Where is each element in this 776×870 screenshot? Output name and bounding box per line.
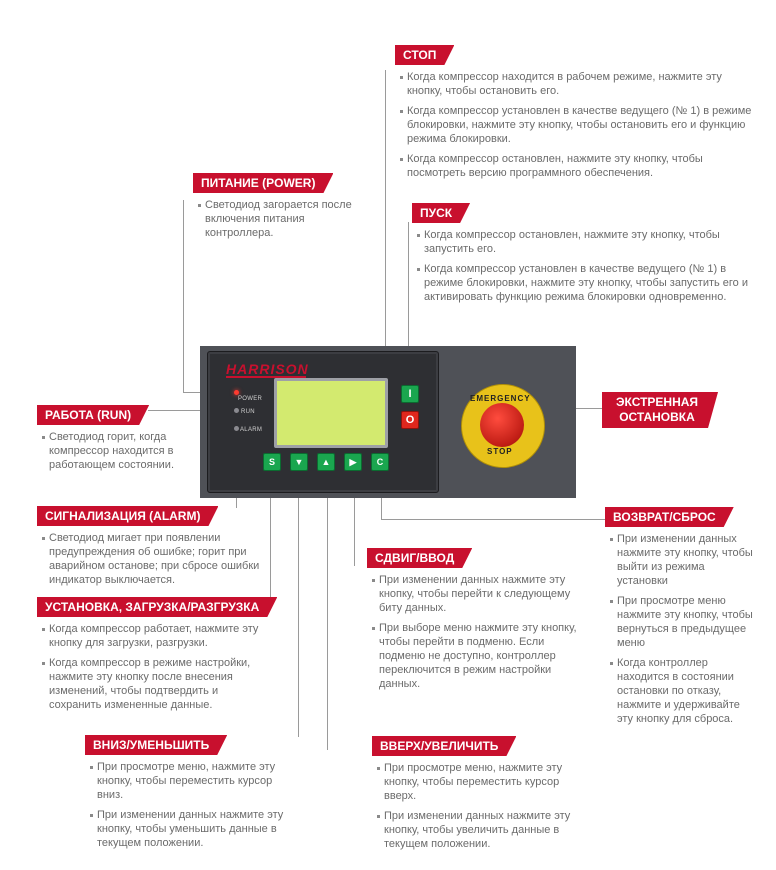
- logo-swoosh: [226, 376, 306, 378]
- set-button[interactable]: S: [263, 453, 281, 471]
- run-led: [234, 408, 239, 413]
- power-led-label: POWER: [238, 396, 263, 402]
- callout-set-list: Когда компрессор работает, нажмите эту к…: [37, 622, 272, 712]
- alarm-led-label: ALARM: [240, 427, 263, 433]
- leader-up: [327, 469, 328, 750]
- list-item: Когда компрессор в режиме настройки, наж…: [37, 656, 272, 712]
- leader-start: [408, 222, 409, 388]
- list-item: При просмотре меню нажмите эту кнопку, ч…: [605, 594, 755, 650]
- start-button[interactable]: I: [401, 385, 419, 403]
- list-item: Когда компрессор установлен в качестве в…: [395, 104, 760, 146]
- emergency-title-line2: ОСТАНОВКА: [619, 410, 695, 424]
- run-led-label: RUN: [241, 409, 255, 415]
- callout-down: ВНИЗ/УМЕНЬШИТЬ При просмотре меню, нажми…: [85, 735, 295, 856]
- list-item: При просмотре меню, нажмите эту кнопку, …: [85, 760, 295, 802]
- list-item: Когда компрессор остановлен, нажмите эту…: [412, 228, 757, 256]
- callout-run-list: Светодиод горит, когда компрессор находи…: [37, 430, 192, 472]
- list-item: Светодиод мигает при появлении предупреж…: [37, 531, 262, 587]
- leader-run-h: [148, 410, 236, 411]
- callout-emergency-title: ЭКСТРЕННАЯ ОСТАНОВКА: [602, 392, 718, 428]
- list-item: Когда компрессор остановлен, нажмите эту…: [395, 152, 760, 180]
- leader-reset-h: [381, 519, 606, 520]
- list-item: При просмотре меню, нажмите эту кнопку, …: [372, 761, 587, 803]
- callout-reset-list: При изменении данных нажмите эту кнопку,…: [605, 532, 755, 726]
- lcd-screen: [274, 378, 388, 448]
- leader-down: [298, 469, 299, 737]
- list-item: При изменении данных нажмите эту кнопку,…: [85, 808, 295, 850]
- stop-button[interactable]: O: [401, 411, 419, 429]
- list-item: Когда компрессор находится в рабочем реж…: [395, 70, 760, 98]
- callout-shift: СДВИГ/ВВОД При изменении данных нажмите …: [367, 548, 587, 697]
- emergency-stop-button[interactable]: [480, 403, 524, 447]
- callout-power: ПИТАНИЕ (POWER) Светодиод загорается пос…: [193, 173, 368, 246]
- list-item: Когда компрессор работает, нажмите эту к…: [37, 622, 272, 650]
- list-item: Когда компрессор установлен в качестве в…: [412, 262, 757, 304]
- callout-set-title: УСТАНОВКА, ЗАГРУЗКА/РАЗГРУЗКА: [37, 597, 277, 617]
- callout-up: ВВЕРХ/УВЕЛИЧИТЬ При просмотре меню, нажм…: [372, 736, 587, 857]
- down-button[interactable]: ▼: [290, 453, 308, 471]
- reset-button[interactable]: C: [371, 453, 389, 471]
- callout-power-list: Светодиод загорается после включения пит…: [193, 198, 368, 240]
- callout-run-title: РАБОТА (RUN): [37, 405, 149, 425]
- list-item: При выборе меню нажмите эту кнопку, чтоб…: [367, 621, 587, 691]
- callout-set: УСТАНОВКА, ЗАГРУЗКА/РАЗГРУЗКА Когда комп…: [37, 597, 272, 718]
- stop-label: STOP: [487, 447, 513, 456]
- callout-down-title: ВНИЗ/УМЕНЬШИТЬ: [85, 735, 227, 755]
- brand-logo: HARRISON: [226, 361, 309, 377]
- callout-down-list: При просмотре меню, нажмите эту кнопку, …: [85, 760, 295, 850]
- callout-run: РАБОТА (RUN) Светодиод горит, когда комп…: [37, 405, 192, 478]
- emergency-title-line1: ЭКСТРЕННАЯ: [616, 395, 699, 409]
- callout-up-title: ВВЕРХ/УВЕЛИЧИТЬ: [372, 736, 516, 756]
- list-item: Когда контроллер находится в состоянии о…: [605, 656, 755, 726]
- alarm-led: [234, 426, 239, 431]
- callout-stop-list: Когда компрессор находится в рабочем реж…: [395, 70, 760, 180]
- list-item: При изменении данных нажмите эту кнопку,…: [367, 573, 587, 615]
- shift-button[interactable]: ▶: [344, 453, 362, 471]
- callout-stop-title: СТОП: [395, 45, 454, 65]
- callout-stop: СТОП Когда компрессор находится в рабоче…: [395, 45, 760, 186]
- callout-reset-title: ВОЗВРАТ/СБРОС: [605, 507, 734, 527]
- callout-reset: ВОЗВРАТ/СБРОС При изменении данных нажми…: [605, 507, 755, 732]
- up-button[interactable]: ▲: [317, 453, 335, 471]
- callout-start: ПУСК Когда компрессор остановлен, нажмит…: [412, 203, 757, 310]
- leader-shift: [354, 469, 355, 566]
- leader-stop: [385, 70, 386, 415]
- callout-shift-list: При изменении данных нажмите эту кнопку,…: [367, 573, 587, 691]
- callout-power-title: ПИТАНИЕ (POWER): [193, 173, 333, 193]
- list-item: При изменении данных нажмите эту кнопку,…: [605, 532, 755, 588]
- callout-start-title: ПУСК: [412, 203, 470, 223]
- list-item: Светодиод горит, когда компрессор находи…: [37, 430, 192, 472]
- list-item: Светодиод загорается после включения пит…: [193, 198, 368, 240]
- callout-start-list: Когда компрессор остановлен, нажмите эту…: [412, 228, 757, 304]
- emergency-label: EMERGENCY: [470, 394, 531, 403]
- leader-power: [183, 200, 184, 392]
- callout-emergency: ЭКСТРЕННАЯ ОСТАНОВКА: [602, 392, 742, 428]
- callout-shift-title: СДВИГ/ВВОД: [367, 548, 472, 568]
- power-led: [234, 390, 239, 395]
- leader-set: [270, 469, 271, 606]
- callout-alarm-title: СИГНАЛИЗАЦИЯ (ALARM): [37, 506, 218, 526]
- controller-panel: HARRISON POWER RUN ALARM S ▼ ▲ ▶ C I O: [207, 351, 439, 493]
- callout-up-list: При просмотре меню, нажмите эту кнопку, …: [372, 761, 587, 851]
- callout-alarm-list: Светодиод мигает при появлении предупреж…: [37, 531, 262, 587]
- list-item: При изменении данных нажмите эту кнопку,…: [372, 809, 587, 851]
- callout-alarm: СИГНАЛИЗАЦИЯ (ALARM) Светодиод мигает пр…: [37, 506, 262, 593]
